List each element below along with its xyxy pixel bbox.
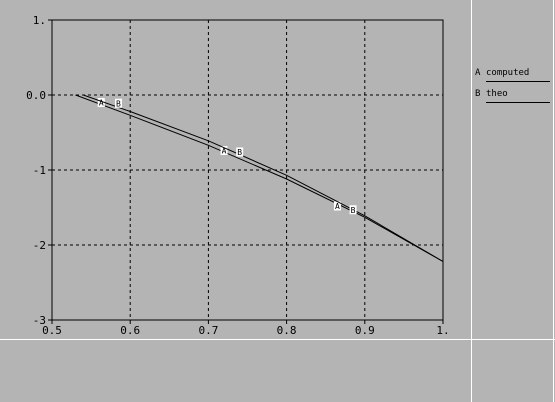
data-point-computed — [220, 146, 228, 155]
data-point-label-computed: A — [222, 147, 227, 156]
x-tick-label: 0.6 — [120, 324, 140, 337]
axis-ticks: 0.5 0.6 0.7 0.8 0.9 1. 1. 0.0 -1 -2 -3 — [26, 14, 450, 337]
data-point-label-computed: A — [335, 202, 340, 211]
series-line-computed — [75, 94, 444, 262]
series-line-theo — [83, 94, 444, 262]
legend-label-computed: computed — [486, 68, 529, 78]
x-tick-label: 0.7 — [198, 324, 218, 337]
y-tick-label: 0.0 — [26, 89, 46, 102]
data-point-theo — [236, 147, 244, 157]
x-tick-label: 0.8 — [277, 324, 297, 337]
legend-label-theo: theo — [486, 89, 508, 99]
data-point-computed — [97, 98, 105, 107]
data-point-label-computed: A — [99, 99, 104, 108]
x-tick-label: 0.9 — [355, 324, 375, 337]
data-point-label-theo: B — [116, 99, 121, 108]
y-tick-label: 1. — [33, 14, 46, 27]
data-point-label-theo: B — [237, 148, 242, 157]
data-point-theo — [349, 205, 357, 215]
data-point-theo — [114, 98, 122, 108]
y-tick-label: -3 — [33, 314, 46, 327]
grid — [52, 20, 443, 320]
y-tick-label: -2 — [33, 239, 46, 252]
legend-marker-computed: A — [475, 68, 481, 78]
x-tick-label: 0.5 — [42, 324, 62, 337]
legend-marker-theo: B — [475, 89, 480, 99]
y-tick-label: -1 — [33, 164, 46, 177]
series-group: A A A B B B — [75, 94, 444, 262]
data-point-label-theo: B — [351, 206, 356, 215]
data-point-computed — [333, 201, 341, 211]
x-tick-label: 1. — [436, 324, 449, 337]
